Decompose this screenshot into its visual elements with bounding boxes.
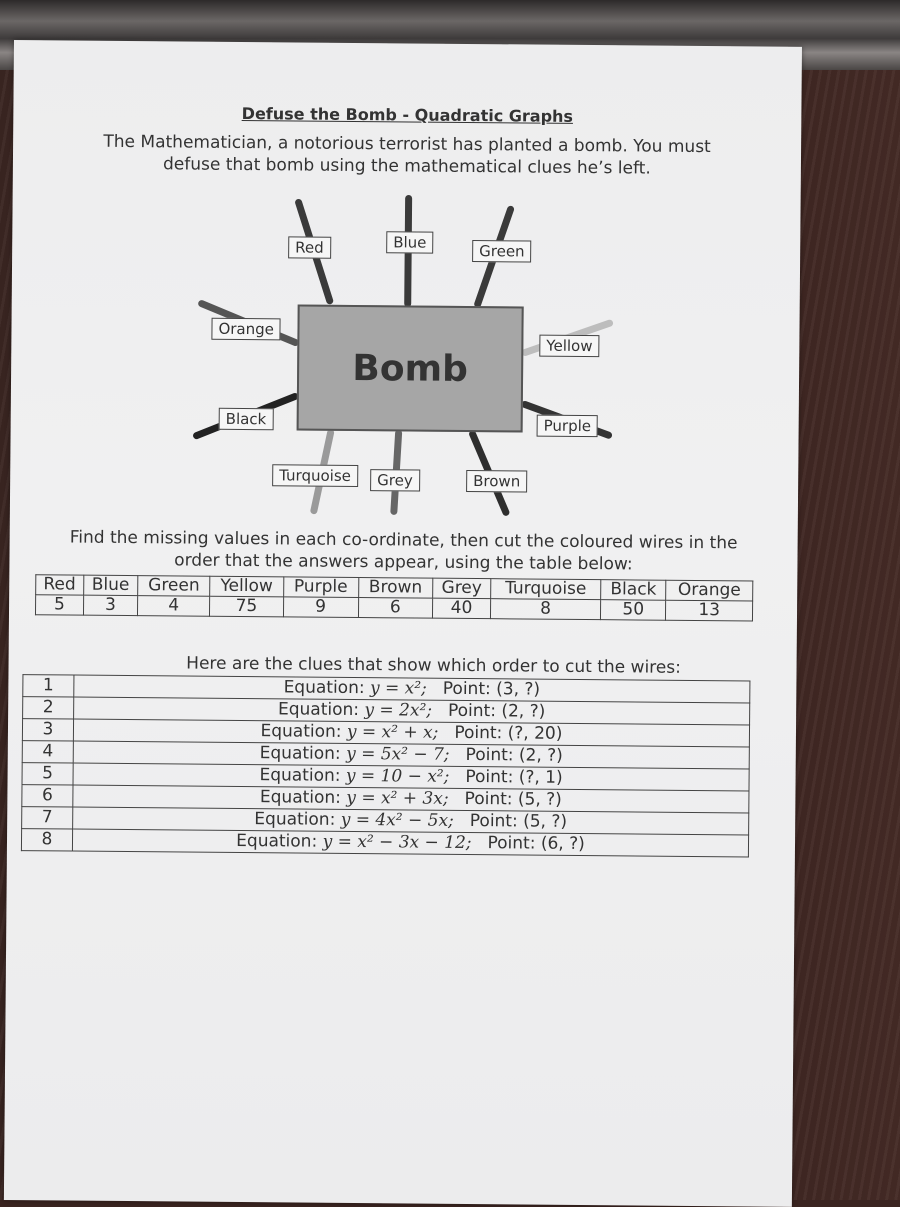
equation: y = 5x² − 7; [346,743,450,765]
header-cell: Black [600,579,667,601]
point: Point: (5, ?) [469,811,568,832]
wire-label-purple: Purple [536,414,599,438]
value-cell: 50 [600,599,666,621]
value-cell: 75 [209,596,284,617]
header-cell: Grey [432,578,491,599]
equation-prefix: Equation: [259,765,347,786]
point: Point: (6, ?) [487,833,585,855]
header-cell: Yellow [209,576,284,597]
header-cell: Purple [283,576,359,598]
worksheet-paper: Defuse the Bomb - Quadratic Graphs The M… [3,40,802,1207]
point: Point: (3, ?) [442,678,541,700]
clue-number: 3 [22,718,74,742]
instructions-text: Find the missing values in each co-ordin… [69,527,738,575]
equation-prefix: Equation: [259,787,347,808]
intro-text: The Mathematician, a notorious terrorist… [103,131,711,179]
equation-prefix: Equation: [277,699,365,721]
wire-label-orange: Orange [211,317,282,341]
wire-label-yellow: Yellow [539,334,600,358]
equation-prefix: Equation: [283,677,371,699]
wire-label-green: Green [472,240,532,263]
clue-number: 8 [21,828,73,852]
value-cell: 5 [35,594,84,616]
clues-table: 1 Equation: y = x²; Point: (3, ?) 2 Equat… [21,674,751,857]
value-cell: 9 [282,597,359,618]
clues-heading: Here are the clues that show which order… [186,653,681,678]
bomb-box: Bomb [296,304,524,433]
equation: y = x² − 3x − 12; [322,831,472,854]
wire-label-turquoise: Turquoise [272,464,359,488]
wire-label-brown: Brown [466,469,528,493]
header-cell: Brown [358,577,433,599]
clue-number: 4 [22,740,74,764]
worksheet-title: Defuse the Bomb - Quadratic Graphs [241,103,574,126]
wire-label-red: Red [288,236,331,259]
equation-prefix: Equation: [260,721,348,742]
value-cell: 8 [490,599,601,620]
wire-label-black: Black [218,407,274,431]
header-cell: Orange [665,580,753,601]
value-cell: 4 [137,595,210,617]
clue-number: 2 [22,696,74,720]
equation-prefix: Equation: [236,830,323,852]
point: Point: (?, 1) [465,766,563,788]
value-cell: 13 [665,600,753,621]
wire-label-blue: Blue [386,231,434,254]
point: Point: (2, ?) [465,744,563,766]
point: Point: (?, 20) [454,722,563,744]
equation: y = x² + 3x; [346,787,449,809]
clue-cell: Equation: y = x² − 3x − 12; Point: (6, ?) [72,829,749,857]
value-cell: 40 [432,598,491,619]
equation-prefix: Equation: [259,743,347,764]
value-cell: 6 [357,597,433,619]
equation: y = 10 − x²; [345,765,450,787]
clue-number: 7 [21,806,73,830]
wire-label-grey: Grey [370,469,420,492]
point: Point: (2, ?) [447,700,546,722]
wire-values-table: Red Blue Green Yellow Purple Brown Grey … [35,574,753,621]
equation-prefix: Equation: [254,809,341,830]
header-cell: Green [137,575,211,597]
clue-number: 5 [22,762,74,786]
equation: y = 4x² − 5x; [340,809,454,831]
bomb-diagram: Bomb Red Blue Green Orange Yellow Black … [10,190,801,527]
equation: y = 2x²; [364,700,433,721]
clue-number: 1 [22,674,74,698]
point: Point: (5, ?) [464,788,562,810]
equation: y = x²; [369,678,427,699]
value-cell: 3 [83,595,138,616]
header-cell: Turquoise [490,578,601,600]
header-cell: Blue [83,575,138,596]
clue-number: 6 [21,784,74,808]
equation: y = x² + x; [346,721,439,743]
header-cell: Red [35,574,84,596]
